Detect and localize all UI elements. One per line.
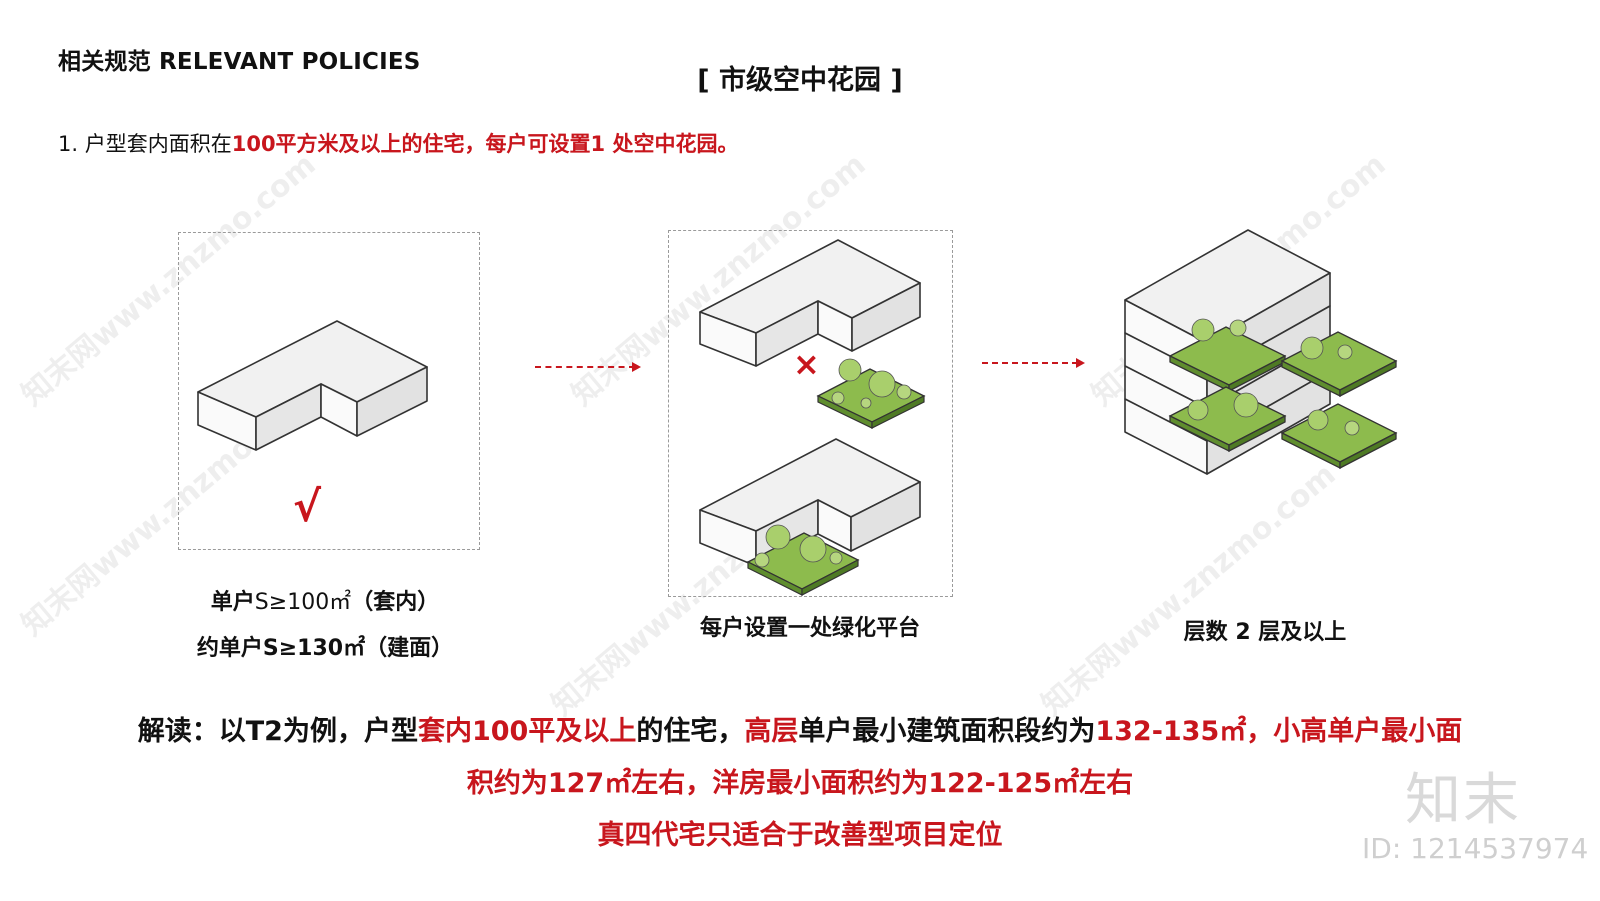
caption-gross-area: 约单户S≥130㎡（建面）: [196, 636, 454, 661]
caption-unit-note: （套内）: [351, 590, 440, 615]
interp-seg: 的住宅，: [636, 716, 745, 747]
dashed-arrow: [535, 366, 635, 368]
caption-unit-label: 单户: [210, 590, 255, 615]
dashed-arrow: [982, 362, 1078, 364]
watermark-id: ID: 1214537974: [1362, 832, 1589, 865]
diagram-green-platform-box: [668, 230, 953, 597]
interpretation-line-1: 解读：以T2为例，户型套内100平及以上的住宅，高层单户最小建筑面积段约为132…: [0, 705, 1600, 758]
watermark-logo: 知末: [1405, 768, 1521, 833]
caption-floors: 层数 2 层及以上: [1183, 620, 1347, 645]
check-mark: √: [293, 482, 322, 531]
caption-single-unit: 单户S≥100㎡（套内）: [160, 584, 490, 616]
interp-seg: 高层: [744, 716, 799, 747]
interp-seg: 单户最小建筑面积段约为: [798, 716, 1096, 747]
rule-highlight: 100平方米及以上的住宅，每户可设置1 处空中花园。: [231, 132, 739, 156]
caption-unit-area: S≥100㎡: [254, 590, 352, 615]
page-title: [ 市级空中花园 ]: [697, 65, 903, 96]
arrow-head: [1076, 358, 1085, 368]
caption-green-platform: 每户设置一处绿化平台: [699, 616, 920, 641]
arrow-head: [632, 362, 641, 372]
interp-seg: 套内100平及以上: [417, 716, 637, 747]
section-title: 相关规范 RELEVANT POLICIES: [58, 49, 421, 75]
interpretation-line-3: 真四代宅只适合于改善型项目定位: [597, 820, 1003, 851]
interpretation-line-2: 积约为127㎡左右，洋房最小面积约为122-125㎡左右: [466, 768, 1134, 799]
rule-prefix: 1. 户型套内面积在: [58, 132, 232, 156]
cross-mark: ×: [793, 345, 820, 383]
interp-seg: 解读：以T2为例，户型: [137, 716, 418, 747]
rule-text: 1. 户型套内面积在100平方米及以上的住宅，每户可设置1 处空中花园。: [58, 128, 738, 158]
diagram-single-unit-box: [178, 232, 480, 550]
interp-seg: 132-135㎡，小高单户最小面: [1095, 716, 1463, 747]
